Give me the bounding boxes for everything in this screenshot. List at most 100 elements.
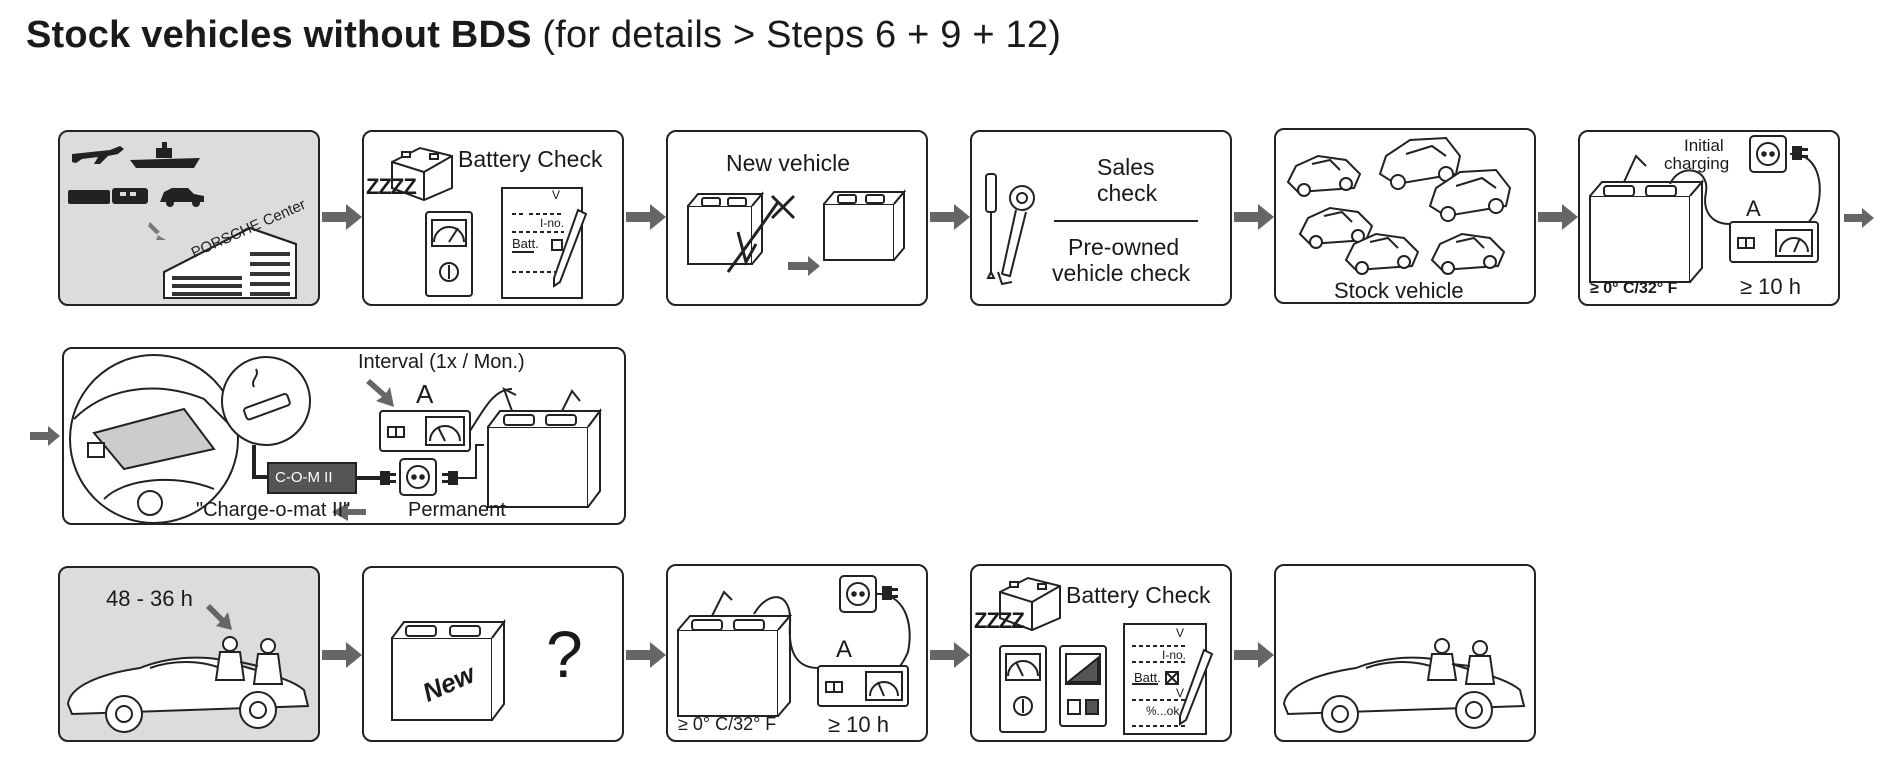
initial-label-1: Initial xyxy=(1684,136,1724,155)
handover-illustration xyxy=(66,604,310,733)
step-initial-charging: Initial charging A ≥ 0° C/32° F ≥ 10 h xyxy=(1578,130,1840,306)
step-delivery: PORSCHE Center xyxy=(58,130,320,306)
plug-icon xyxy=(380,471,396,485)
checklist-icon xyxy=(1123,623,1207,735)
initial-charging-illustration xyxy=(1589,135,1821,283)
arrow-icon xyxy=(322,642,362,668)
page-title: Stock vehicles without BDS (for details … xyxy=(26,14,1061,57)
interval-label: Interval (1x / Mon.) xyxy=(358,351,525,373)
tools-illustration xyxy=(985,173,1198,286)
form-v-label: V xyxy=(552,188,561,202)
step-new-battery: New ? xyxy=(362,566,624,742)
amp-label: A xyxy=(416,379,434,409)
sleep-label: ZZZZ xyxy=(366,174,417,199)
airplane-icon xyxy=(72,146,124,164)
multimeter-icon xyxy=(425,211,473,297)
sales-label-1: Sales xyxy=(1097,154,1155,180)
train-icon xyxy=(68,188,148,204)
form-v-label: V xyxy=(1176,626,1185,640)
arrow-icon xyxy=(30,426,60,446)
form-batt-label: Batt. xyxy=(1134,670,1161,685)
plug-icon xyxy=(1792,146,1808,160)
charger-icon xyxy=(1729,221,1819,263)
pencil-icon xyxy=(553,208,588,288)
car-icon-1 xyxy=(1286,154,1362,197)
com-device-label: C-O-M II xyxy=(275,469,333,486)
tester-icon xyxy=(1059,645,1107,727)
charger-icon xyxy=(379,410,471,452)
title-bold: Stock vehicles without BDS xyxy=(26,14,532,56)
car-icon-4 xyxy=(1428,168,1512,222)
handover-hours-label: 48 - 36 h xyxy=(106,586,193,611)
arrow-icon xyxy=(1234,642,1274,668)
car-icon-3 xyxy=(1298,206,1374,249)
stock-vehicles-illustration xyxy=(1286,136,1512,275)
arrow-icon xyxy=(930,204,970,230)
car-icon-6 xyxy=(1430,232,1506,275)
plug-icon xyxy=(882,586,898,600)
question-mark: ? xyxy=(546,617,583,691)
arrow-icon xyxy=(626,204,666,230)
battery-icon xyxy=(677,613,793,717)
sleep-label: ZZZZ xyxy=(974,608,1025,633)
multimeter-icon xyxy=(999,645,1047,733)
arrow-icon xyxy=(788,256,820,276)
step-final-handover xyxy=(1274,564,1536,742)
battery-icon xyxy=(391,619,506,721)
hours-label: ≥ 10 h xyxy=(828,712,890,737)
form-ino-label: I-no. xyxy=(540,216,565,230)
battery-icon xyxy=(687,191,765,265)
battery-icon xyxy=(391,146,453,202)
battery-check-label: Battery Check xyxy=(458,146,603,172)
initial-label-2: charging xyxy=(1664,154,1730,173)
step-battery-check-2: Battery Check ZZZZ V I-no. Batt. V %...o… xyxy=(970,564,1232,742)
amp-label: A xyxy=(1746,196,1761,221)
step-handover: 48 - 36 h xyxy=(58,566,320,742)
ship-icon xyxy=(130,142,200,168)
arrow-icon xyxy=(1844,208,1874,228)
sales-label-2: check xyxy=(1097,180,1158,206)
temp-label: ≥ 0° C/32° F xyxy=(678,714,777,734)
charge-o-mat-illustration xyxy=(69,354,602,523)
car-icon xyxy=(66,656,310,733)
battery-icon xyxy=(487,408,602,508)
people-icon xyxy=(214,636,284,685)
arrow-icon xyxy=(148,222,166,240)
step-battery-check: Battery Check ZZZZ V I-no. Batt. xyxy=(362,130,624,306)
arrow-icon xyxy=(322,204,362,230)
plug-icon xyxy=(442,471,458,485)
car-icon-2 xyxy=(1378,136,1462,190)
new-vehicle-label: New vehicle xyxy=(726,150,850,176)
permanent-label: Permanent xyxy=(408,499,506,521)
delivery-illustration: PORSCHE Center xyxy=(68,142,308,299)
arrow-icon xyxy=(1234,204,1274,230)
pencil-icon xyxy=(1179,648,1214,726)
arrow-icon xyxy=(626,642,666,668)
arrow-icon xyxy=(1538,204,1578,230)
preowned-label-2: vehicle check xyxy=(1052,260,1191,286)
car-icon xyxy=(160,188,204,207)
arrow-icon xyxy=(332,503,366,521)
battery-new-icon xyxy=(823,189,907,261)
amp-label: A xyxy=(836,636,853,663)
battery-check-illustration xyxy=(391,146,588,299)
final-handover-illustration xyxy=(1282,638,1526,733)
car-interior-icon xyxy=(69,354,239,523)
form-pct-label: %...ok xyxy=(1146,704,1180,718)
stock-vehicle-label: Stock vehicle xyxy=(1334,278,1464,303)
wrench-icon xyxy=(997,185,1035,286)
preowned-label-1: Pre-owned xyxy=(1068,234,1180,260)
wall-socket-icon xyxy=(399,458,437,496)
charger-icon xyxy=(817,665,909,707)
car-icon-5 xyxy=(1344,232,1420,275)
wall-socket-icon xyxy=(1749,135,1787,173)
wall-socket-icon xyxy=(839,575,877,613)
temp-label: ≥ 0° C/32° F xyxy=(1590,280,1678,297)
step-recharge: A ≥ 0° C/32° F ≥ 10 h xyxy=(666,564,928,742)
form-v2-label: V xyxy=(1176,686,1185,700)
step-stock-vehicle: Stock vehicle xyxy=(1274,128,1536,304)
form-ino-label: I-no. xyxy=(1162,648,1187,662)
disconnect-icon xyxy=(726,194,796,273)
title-details: (for details > Steps 6 + 9 + 12) xyxy=(542,14,1062,56)
screwdriver-icon xyxy=(985,173,997,279)
